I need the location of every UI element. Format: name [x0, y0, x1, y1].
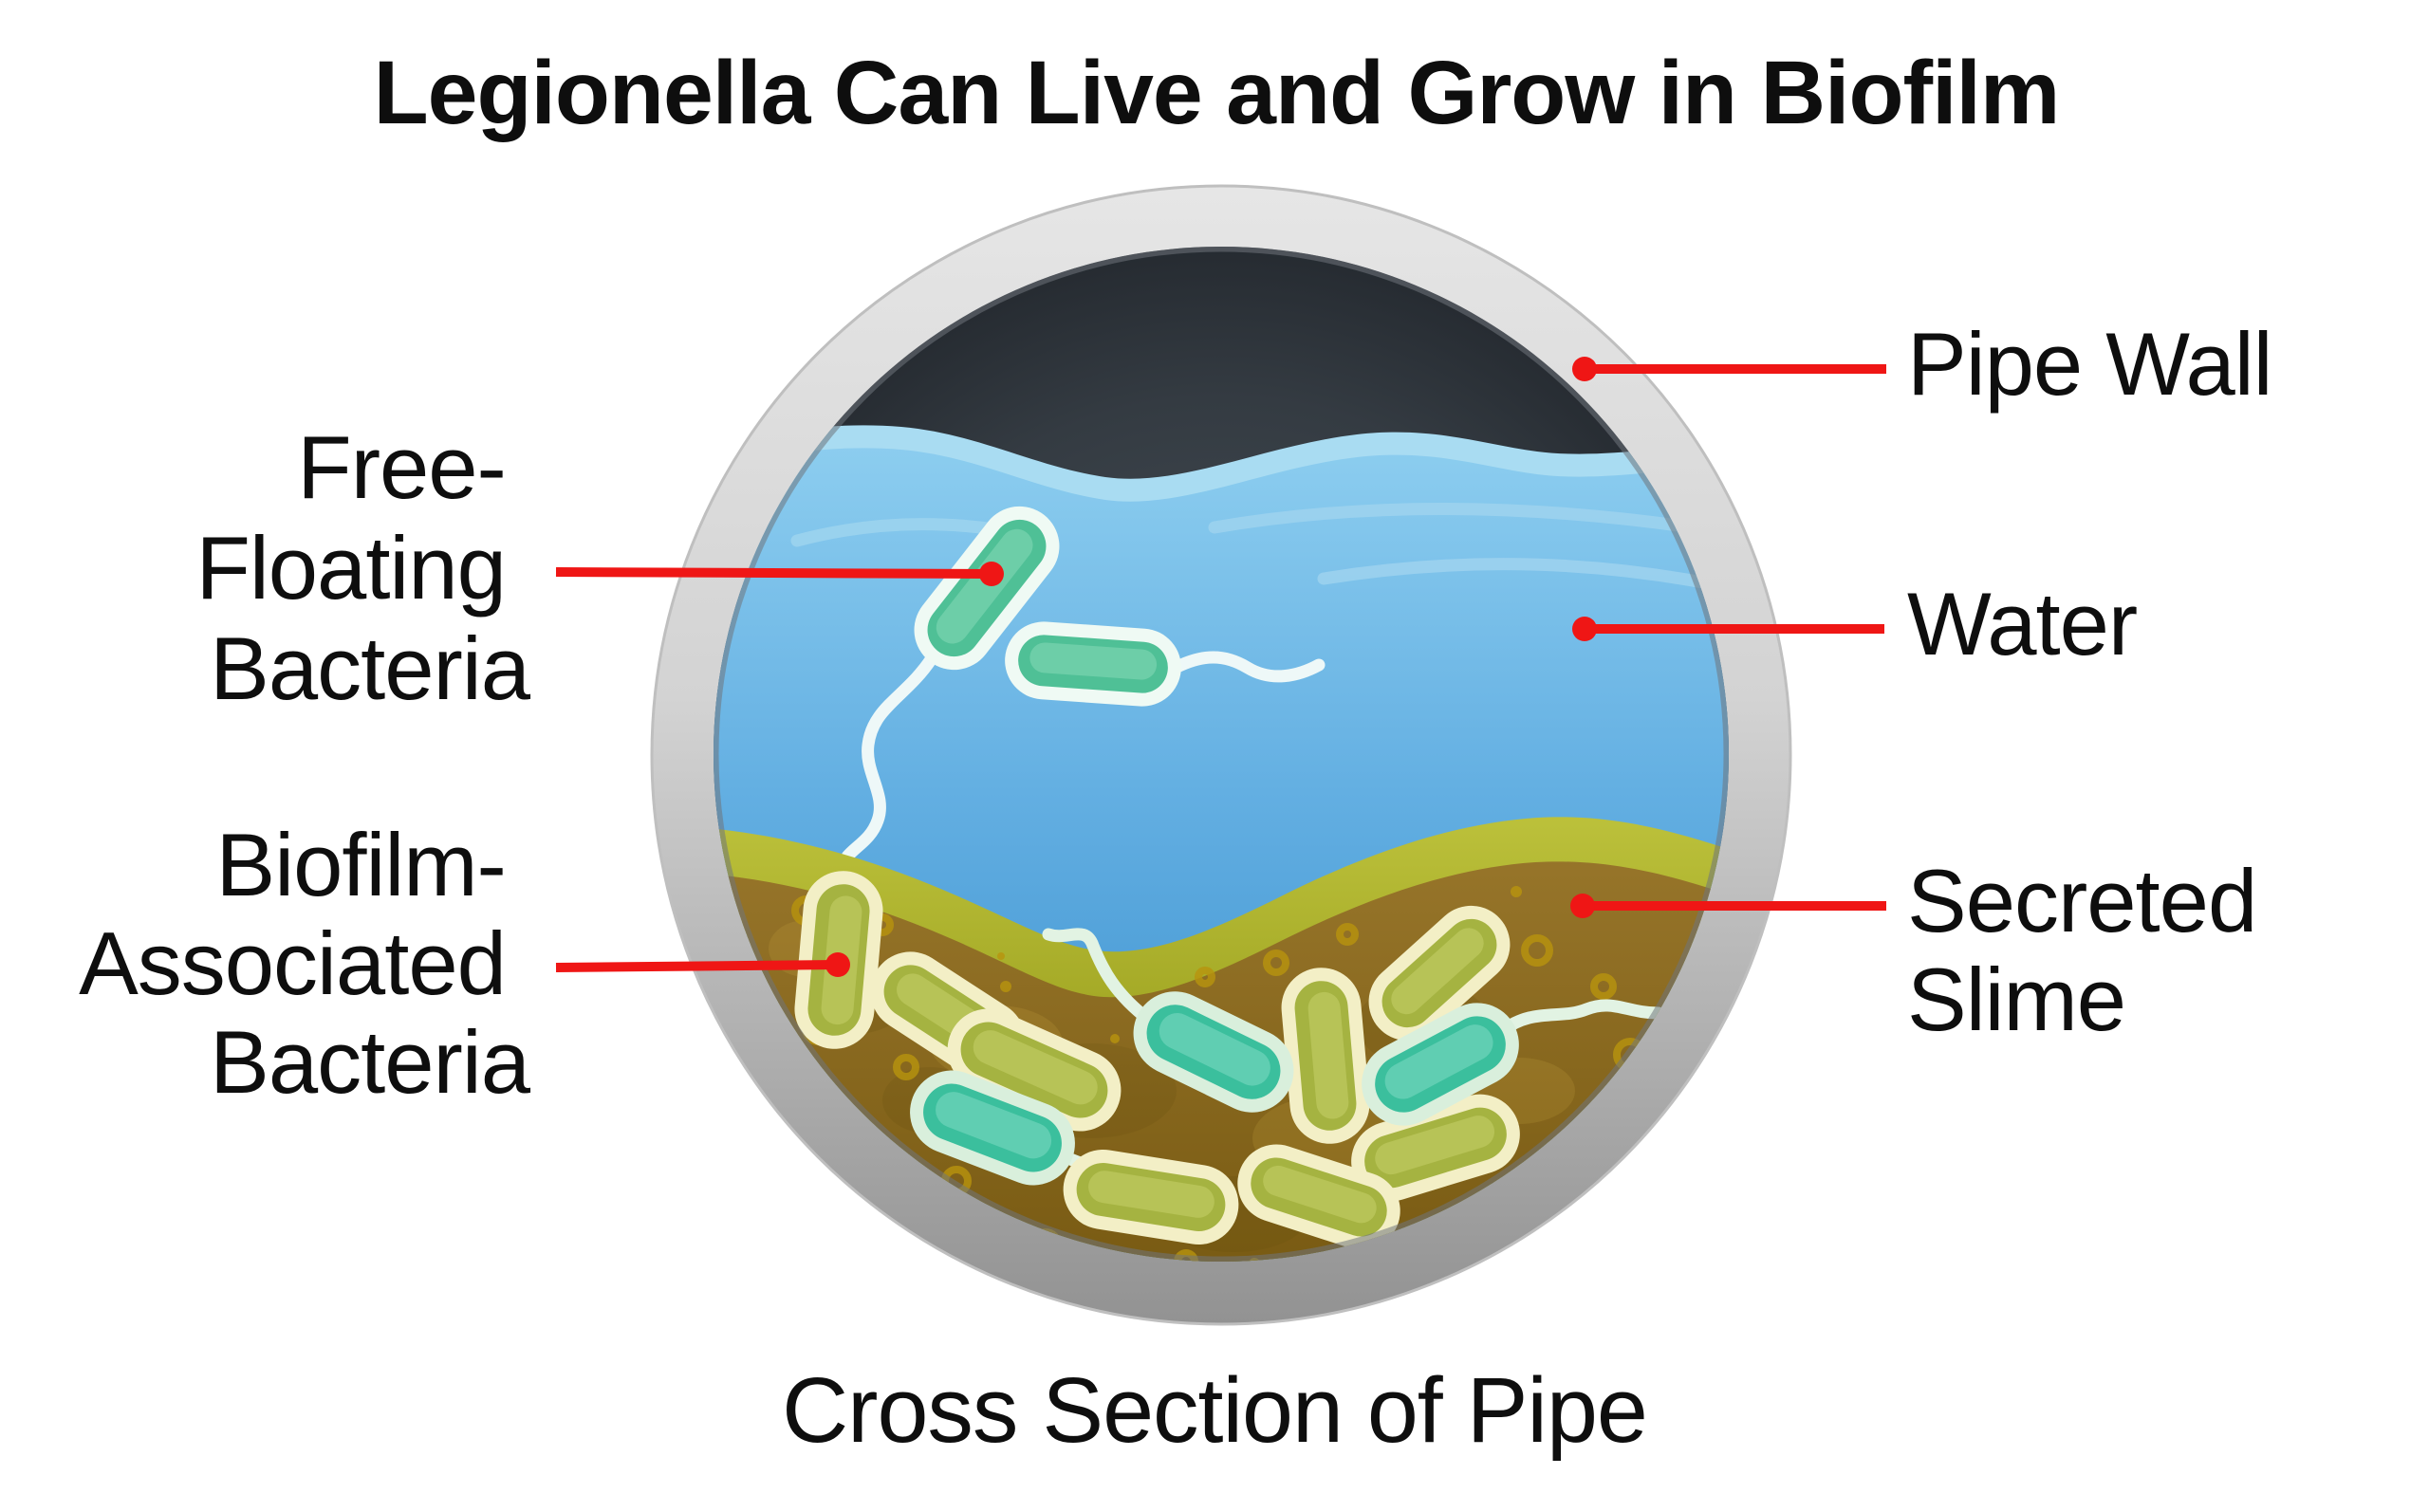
leader-dot-secreted-slime	[1570, 894, 1595, 918]
leader-lines	[555, 357, 1886, 977]
biofilm-bacterium-olive	[947, 1008, 1122, 1132]
leader-dot-biofilm-associated	[825, 952, 850, 977]
label-line: Biofilm-	[216, 815, 506, 914]
label-line: Floating	[195, 518, 505, 618]
biofilm-bacterium-olive	[1063, 1150, 1239, 1245]
biofilm-bacteria-group	[794, 871, 1520, 1250]
pipe-inner-contents	[714, 247, 1729, 1262]
label-biofilm-associated-bacteria: Biofilm- Associated Bacteria	[79, 815, 531, 1112]
leader-dot-water	[1572, 617, 1597, 641]
free-floating-bacterium	[914, 506, 1060, 671]
biofilm-bacterium-teal	[1133, 991, 1294, 1113]
label-secreted-slime: Secreted Slime	[1907, 851, 2280, 1049]
leader-line-free-floating	[555, 567, 992, 579]
label-water: Water	[1907, 574, 2137, 673]
flagellum-icon	[1042, 928, 1157, 1027]
label-pipe-wall: Pipe Wall	[1907, 314, 2272, 414]
leader-line-biofilm-associated	[555, 960, 839, 972]
biofilm-bacterium-teal	[1362, 1003, 1519, 1126]
label-line: Bacteria	[210, 618, 531, 718]
flagellum-icon	[1495, 999, 1665, 1038]
label-line: Slime	[1907, 950, 2125, 1049]
label-line: Free-	[297, 417, 506, 517]
free-floating-bacteria-group	[841, 506, 1326, 863]
pipe-inner-rim	[714, 247, 1729, 1262]
label-line: Associated	[79, 913, 506, 1013]
label-line: Secreted	[1907, 851, 2256, 950]
flagellum-icon	[841, 652, 938, 863]
label-free-floating-bacteria: Free- Floating Bacteria	[195, 417, 530, 718]
leader-dot-pipe-wall	[1572, 357, 1597, 381]
caption: Cross Section of Pipe	[782, 1358, 1647, 1462]
biofilm-bacterium-olive	[1281, 968, 1370, 1144]
biofilm-bacterium-teal	[910, 1070, 1075, 1186]
biofilm-bacterium-olive	[1237, 1144, 1400, 1250]
label-line: Bacteria	[210, 1012, 531, 1112]
free-floating-bacterium	[1005, 621, 1181, 707]
page-title: Legionella Can Live and Grow in Biofilm	[374, 43, 2060, 143]
leader-dot-free-floating	[979, 562, 1004, 586]
flagellum-icon	[1165, 651, 1326, 683]
biofilm-bacterium-olive	[1368, 905, 1511, 1042]
